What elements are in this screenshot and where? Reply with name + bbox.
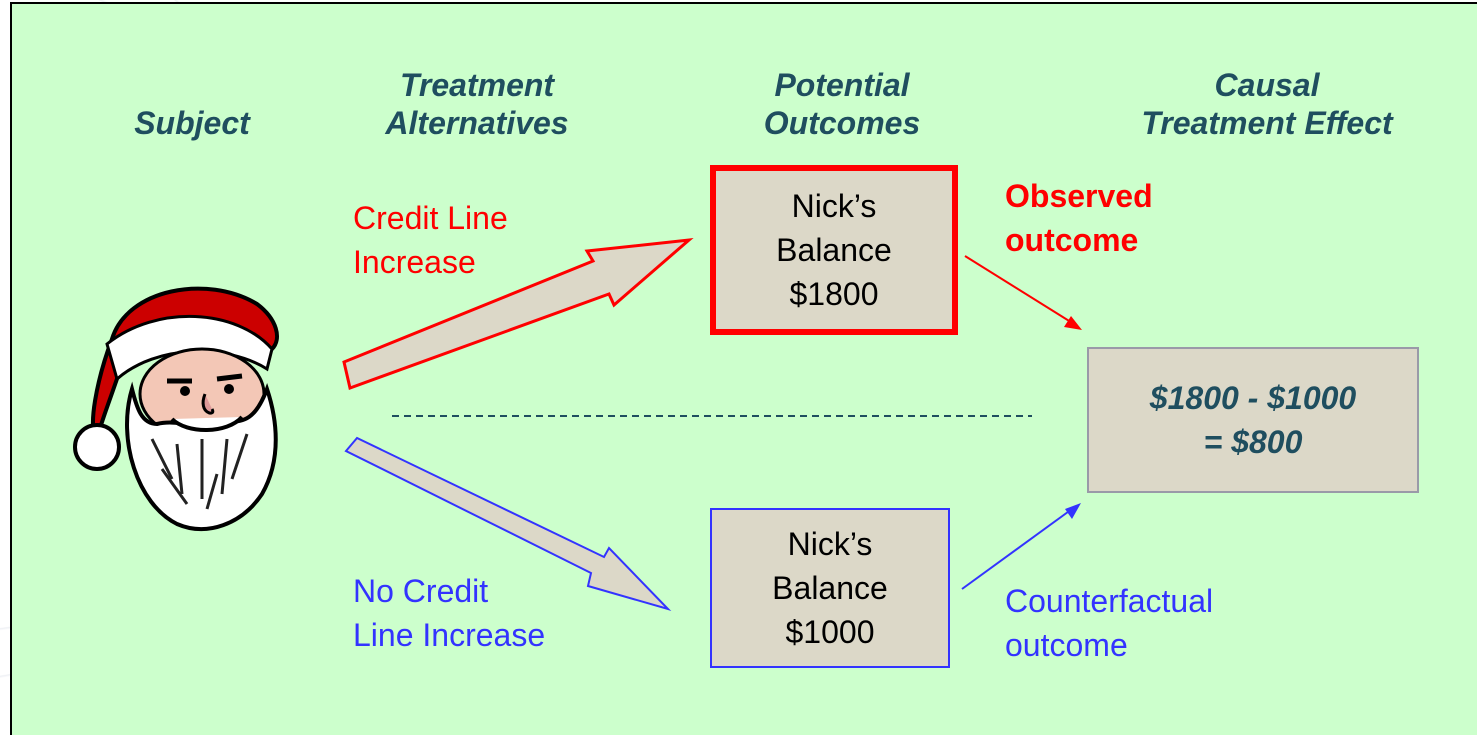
observed-outcome-box: Nick’s Balance $1800 <box>710 165 958 335</box>
counterfactual-connector <box>961 508 1073 590</box>
observed-arrowhead <box>1064 316 1082 330</box>
slide: Subject Treatment Alternatives Potential… <box>10 2 1477 735</box>
counterfactual-arrowhead <box>1065 503 1081 519</box>
header-treatment-line-1: Treatment <box>399 67 555 103</box>
treatment-increase-line-2: Increase <box>353 244 476 280</box>
observed-label-line-2: outcome <box>1005 222 1139 258</box>
header-potential-outcomes: Potential Outcomes <box>722 66 962 142</box>
counterfactual-box-line-2: Balance <box>772 570 888 606</box>
diagram-connectors <box>342 237 1082 611</box>
observed-box-line-2: Balance <box>776 232 892 268</box>
observed-box-line-3: $1800 <box>789 276 879 312</box>
counterfactual-label-line-1: Counterfactual <box>1005 583 1214 619</box>
counterfactual-box-line-1: Nick’s <box>787 526 873 562</box>
header-subject-text: Subject <box>134 105 250 141</box>
counterfactual-outcome-box: Nick’s Balance $1000 <box>710 508 950 668</box>
effect-line-1: $1800 - $1000 <box>1149 380 1357 416</box>
observed-box-line-1: Nick’s <box>791 188 877 224</box>
treatment-no-increase-label: No Credit Line Increase <box>353 569 545 657</box>
observed-connector <box>964 255 1075 325</box>
header-causal-effect: Causal Treatment Effect <box>1077 66 1457 142</box>
treatment-increase-line-1: Credit Line <box>353 200 508 236</box>
header-potential-line-1: Potential <box>774 67 910 103</box>
header-treatment-line-2: Alternatives <box>385 105 569 141</box>
treatment-no-increase-line-2: Line Increase <box>353 617 546 653</box>
counterfactual-label-line-2: outcome <box>1005 627 1128 663</box>
santa-icon <box>73 286 279 532</box>
causal-effect-box: $1800 - $1000 = $800 <box>1087 347 1419 493</box>
no-increase-arrow <box>344 436 672 611</box>
observed-label-line-1: Observed <box>1005 178 1153 214</box>
counterfactual-box-line-3: $1000 <box>785 614 875 650</box>
effect-line-2: = $800 <box>1203 424 1303 460</box>
treatment-no-increase-line-1: No Credit <box>353 573 489 609</box>
header-causal-line-1: Causal <box>1214 67 1320 103</box>
observed-outcome-label: Observed outcome <box>1005 174 1153 262</box>
treatment-increase-label: Credit Line Increase <box>353 196 508 284</box>
counterfactual-outcome-label: Counterfactual outcome <box>1005 579 1213 667</box>
header-potential-line-2: Outcomes <box>763 105 921 141</box>
increase-arrow <box>342 237 694 390</box>
header-causal-line-2: Treatment Effect <box>1141 105 1393 141</box>
header-treatment-alternatives: Treatment Alternatives <box>342 66 612 142</box>
header-subject: Subject <box>107 104 277 142</box>
